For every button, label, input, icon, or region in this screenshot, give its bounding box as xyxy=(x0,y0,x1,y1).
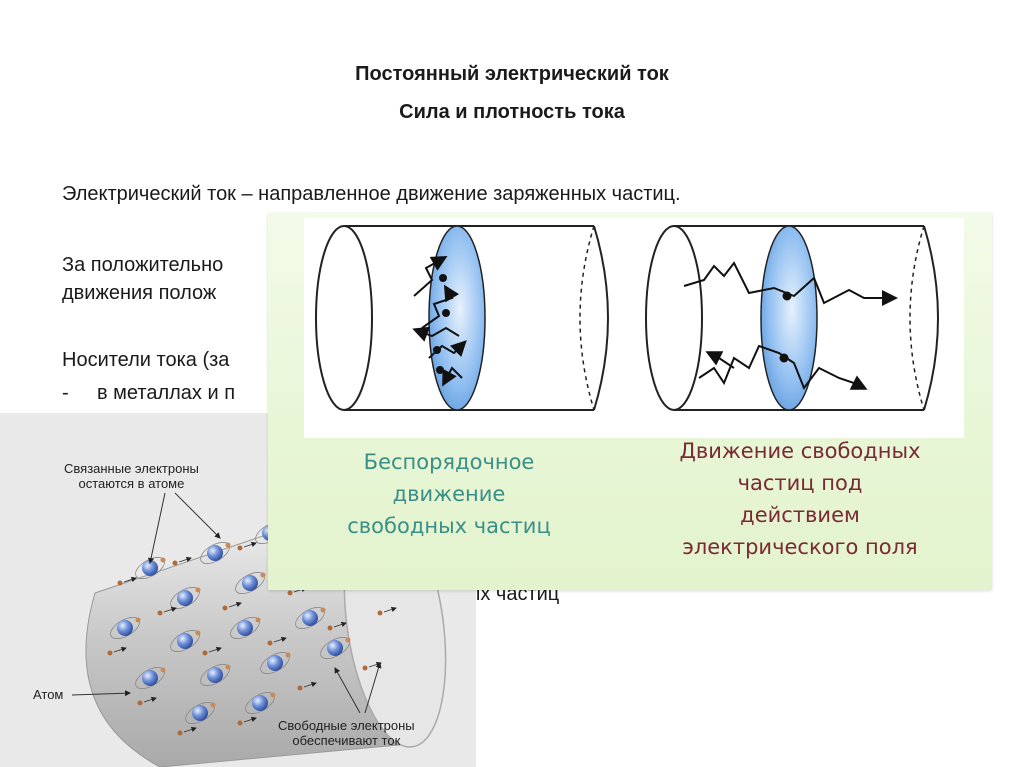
bound-electron xyxy=(160,667,166,673)
atom xyxy=(142,560,158,576)
atom xyxy=(267,655,283,671)
atom-label: Атом xyxy=(33,687,64,702)
electron-drift-arrow xyxy=(243,716,257,723)
free-electron xyxy=(107,650,113,656)
atom xyxy=(237,620,253,636)
free-electrons-line2: обеспечивают ток xyxy=(292,733,401,748)
slide-title-line2: Сила и плотность тока xyxy=(399,101,625,123)
random-motion-caption: Беспорядочное движение свободных частиц xyxy=(304,446,594,542)
electron-drift-arrow xyxy=(208,646,222,653)
random-motion-line1: Беспорядочное xyxy=(363,450,535,474)
electron-drift-arrow xyxy=(113,646,127,653)
free-electron xyxy=(327,625,333,631)
bound-electrons-label: Связанные электроны остаются в атоме xyxy=(64,461,199,491)
bound-electron xyxy=(225,664,231,670)
definition-text: Электрический ток – направленное движени… xyxy=(62,183,681,205)
left-cylinder xyxy=(315,225,609,411)
free-electron xyxy=(362,665,368,671)
cylinders-drawing xyxy=(315,225,939,411)
free-electron xyxy=(267,640,273,646)
direction-text-line1: За положительно xyxy=(62,254,224,276)
bound-electron xyxy=(225,542,231,548)
electron-drift-arrow xyxy=(243,541,257,548)
free-electron xyxy=(157,610,163,616)
metals-text: в металлах и п xyxy=(97,382,236,404)
free-electrons-label: Свободные электроны обеспечивают ток xyxy=(278,718,415,748)
electron-drift-arrow xyxy=(123,576,137,583)
bound-electrons-line2: остаются в атоме xyxy=(78,476,185,491)
atom xyxy=(117,620,133,636)
bound-electron xyxy=(320,607,326,613)
direction-text-line2: движения полож xyxy=(62,282,217,304)
electron-drift-arrow xyxy=(163,606,177,613)
free-electron xyxy=(177,730,183,736)
carriers-text: Носители тока (за xyxy=(62,349,230,371)
random-motion-line3: свободных частиц xyxy=(347,514,551,538)
slide-title-line1: Постоянный электрический ток xyxy=(355,63,669,85)
bound-electron xyxy=(195,630,201,636)
atom xyxy=(207,667,223,683)
cylinders-figure xyxy=(304,218,964,438)
atom xyxy=(177,633,193,649)
free-electron xyxy=(202,650,208,656)
bound-electron xyxy=(260,572,266,578)
right-cylinder xyxy=(645,225,939,411)
bound-electron xyxy=(270,692,276,698)
bound-electrons-line1: Связанные электроны xyxy=(64,461,199,476)
field-motion-caption: Движение свободных частиц под действием … xyxy=(640,435,960,563)
free-electron xyxy=(137,700,143,706)
electron-drift-arrow xyxy=(183,726,197,733)
bound-electron xyxy=(210,702,216,708)
atom xyxy=(242,575,258,591)
field-motion-line4: электрического поля xyxy=(682,535,918,559)
bound-electron xyxy=(160,557,166,563)
free-electrons-line1: Свободные электроны xyxy=(278,718,415,733)
electron-drift-arrow xyxy=(228,601,242,608)
electron-drift-arrow xyxy=(143,696,157,703)
bound-electron xyxy=(195,587,201,593)
atom xyxy=(142,670,158,686)
free-electron xyxy=(222,605,228,611)
field-motion-line1: Движение свободных xyxy=(679,439,921,463)
atom xyxy=(327,640,343,656)
metals-bullet: - xyxy=(62,382,69,404)
random-motion-line2: движение xyxy=(392,482,506,506)
atom xyxy=(207,545,223,561)
electron-drift-arrow xyxy=(303,681,317,688)
bound-electron xyxy=(135,617,141,623)
bound-electron xyxy=(285,652,291,658)
bound-electron xyxy=(255,617,261,623)
field-motion-line2: частиц под xyxy=(737,471,863,495)
atom xyxy=(252,695,268,711)
electron-drift-arrow xyxy=(383,606,397,613)
free-electron xyxy=(297,685,303,691)
free-electron xyxy=(117,580,123,586)
atom xyxy=(302,610,318,626)
free-electron xyxy=(287,590,293,596)
free-electron xyxy=(172,560,178,566)
field-motion-line3: действием xyxy=(740,503,860,527)
electron-drift-arrow xyxy=(333,621,347,628)
free-electron xyxy=(237,545,243,551)
electron-drift-arrow xyxy=(273,636,287,643)
free-electron xyxy=(237,720,243,726)
bound-electron xyxy=(345,637,351,643)
atom xyxy=(177,590,193,606)
electron-drift-arrow xyxy=(178,556,192,563)
atom xyxy=(192,705,208,721)
free-electron xyxy=(377,610,383,616)
